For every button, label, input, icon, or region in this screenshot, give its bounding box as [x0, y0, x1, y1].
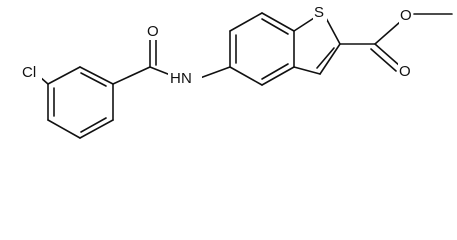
bond	[199, 66, 231, 79]
bond	[316, 47, 335, 69]
amide-hydrogen-label: H	[170, 70, 181, 87]
ester-carbonyl-oxygen-atom: O	[398, 62, 412, 80]
bond	[370, 48, 397, 72]
bond	[293, 17, 315, 32]
atom-label-layer: Cl O H N S O O	[20, 3, 413, 88]
bond	[374, 21, 401, 45]
bond	[261, 18, 289, 35]
ester-oxygen-atom: O	[399, 6, 413, 24]
bond	[229, 12, 263, 32]
chlorine-label: Cl	[22, 64, 36, 81]
bond	[229, 66, 263, 86]
bond	[261, 66, 295, 86]
bond	[79, 66, 114, 85]
bond	[261, 63, 289, 80]
ester-carbonyl-oxygen-label: O	[399, 63, 411, 80]
bond	[293, 66, 321, 75]
chemical-structure: Cl O H N S O O	[20, 3, 453, 139]
sulfur-atom: S	[313, 3, 327, 21]
amide-oxygen-label: O	[147, 23, 159, 40]
bond	[47, 119, 81, 139]
bond	[79, 119, 114, 139]
amide-oxygen-atom: O	[146, 22, 160, 40]
bond	[112, 66, 151, 85]
amide-nitrogen-label: N	[181, 70, 192, 87]
ester-oxygen-label: O	[400, 7, 412, 24]
bond	[374, 43, 401, 67]
chlorine-atom: Cl	[20, 62, 42, 82]
bond	[261, 12, 295, 32]
bond	[319, 43, 341, 75]
bond	[325, 17, 341, 45]
bond	[80, 117, 107, 133]
bond-layer	[39, 12, 453, 139]
amide-nitrogen-atom: H N	[168, 68, 202, 88]
sulfur-label: S	[314, 4, 324, 21]
bond	[47, 66, 81, 85]
bond	[80, 72, 107, 87]
